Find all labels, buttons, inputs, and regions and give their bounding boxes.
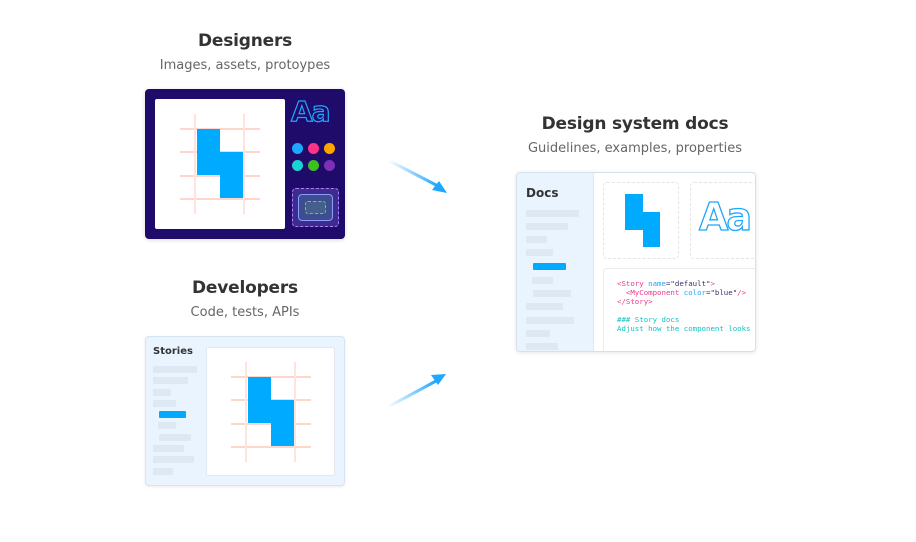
asset-frame-icon	[292, 188, 339, 227]
code-value: "default"	[670, 279, 711, 288]
swatch-blue	[292, 143, 303, 154]
nav-placeholder	[153, 366, 197, 373]
component-block	[220, 152, 243, 198]
component-block	[643, 212, 660, 247]
developers-heading: Developers Code, tests, APIs	[145, 278, 345, 320]
code-line: </Story>	[617, 297, 653, 306]
code-tag: />	[737, 288, 747, 297]
docs-heading: Design system docs Guidelines, examples,…	[510, 114, 760, 156]
grid-line	[245, 362, 247, 462]
grid-line	[180, 198, 260, 200]
docs-title: Design system docs	[541, 114, 729, 134]
component-grid	[155, 99, 285, 229]
nav-placeholder	[153, 456, 194, 463]
nav-placeholder	[526, 223, 568, 230]
nav-active-item	[159, 411, 186, 418]
swatch-teal	[292, 160, 303, 171]
nav-placeholder	[533, 290, 571, 297]
code-line: Adjust how the component looks	[617, 324, 751, 333]
code-line: ### Story docs	[617, 315, 680, 324]
grid-line	[294, 362, 296, 462]
arrow-up-right-icon	[387, 374, 446, 409]
nav-placeholder	[526, 236, 547, 243]
nav-placeholder	[532, 277, 553, 284]
grid-line	[243, 114, 245, 214]
code-line: <Story name="default">	[617, 279, 755, 288]
swatch-orange	[324, 143, 335, 154]
component-grid	[206, 347, 336, 477]
grid-line	[180, 128, 260, 130]
docs-illustration: Docs Aa <Story name="default"> <MyCompon…	[516, 172, 756, 352]
code-eq: =	[665, 279, 671, 288]
nav-placeholder	[526, 249, 553, 256]
nav-placeholder	[526, 330, 550, 337]
component-block	[271, 400, 294, 446]
code-tag: <Story	[617, 279, 649, 288]
storybook-illustration: Stories	[145, 336, 345, 486]
swatch-green	[308, 160, 319, 171]
code-snippet: <Story name="default"> <MyComponent colo…	[603, 268, 755, 351]
asset-inner-frame	[298, 194, 333, 221]
swatch-pink	[308, 143, 319, 154]
design-canvas	[155, 99, 285, 229]
color-swatches	[292, 143, 340, 171]
nav-active-item	[533, 263, 566, 270]
code-blank-line	[617, 306, 755, 315]
code-eq: =	[706, 288, 711, 297]
docs-sidebar: Docs	[517, 173, 594, 351]
designer-tool-illustration: Aa	[145, 89, 345, 239]
swatch-purple	[324, 160, 335, 171]
code-tag: <MyComponent	[617, 288, 684, 297]
grid-line	[231, 376, 311, 378]
typography-sample: Aa	[290, 94, 331, 128]
docs-sidebar-title: Docs	[526, 186, 559, 200]
grid-line	[231, 446, 311, 448]
code-tag: >	[710, 279, 715, 288]
nav-placeholder	[153, 445, 184, 452]
component-preview-card	[603, 182, 679, 259]
arrow-down-right-icon	[387, 158, 447, 193]
story-canvas	[206, 347, 335, 476]
designers-heading: Designers Images, assets, protoypes	[145, 31, 345, 73]
developers-subtitle: Code, tests, APIs	[190, 305, 300, 320]
code-attr: color	[683, 288, 706, 297]
designers-title: Designers	[197, 31, 293, 51]
nav-placeholder	[159, 434, 191, 441]
nav-placeholder	[526, 303, 563, 310]
stories-title: Stories	[153, 346, 193, 357]
nav-placeholder	[153, 377, 188, 384]
asset-selection	[305, 201, 326, 214]
nav-placeholder	[153, 400, 176, 407]
code-line: <MyComponent color="blue"/>	[617, 288, 755, 297]
docs-subtitle: Guidelines, examples, properties	[527, 141, 742, 156]
code-value: "blue"	[710, 288, 738, 297]
nav-placeholder	[153, 389, 171, 396]
grid-line	[194, 114, 196, 214]
nav-placeholder	[158, 422, 176, 429]
code-attr: name	[648, 279, 666, 288]
typography-preview-card: Aa	[690, 182, 755, 259]
designers-subtitle: Images, assets, protoypes	[159, 58, 331, 73]
typography-sample: Aa	[698, 194, 752, 239]
developers-title: Developers	[192, 278, 298, 298]
nav-placeholder	[526, 317, 574, 324]
nav-placeholder	[526, 343, 558, 350]
nav-placeholder	[153, 468, 173, 475]
nav-placeholder	[526, 210, 579, 217]
